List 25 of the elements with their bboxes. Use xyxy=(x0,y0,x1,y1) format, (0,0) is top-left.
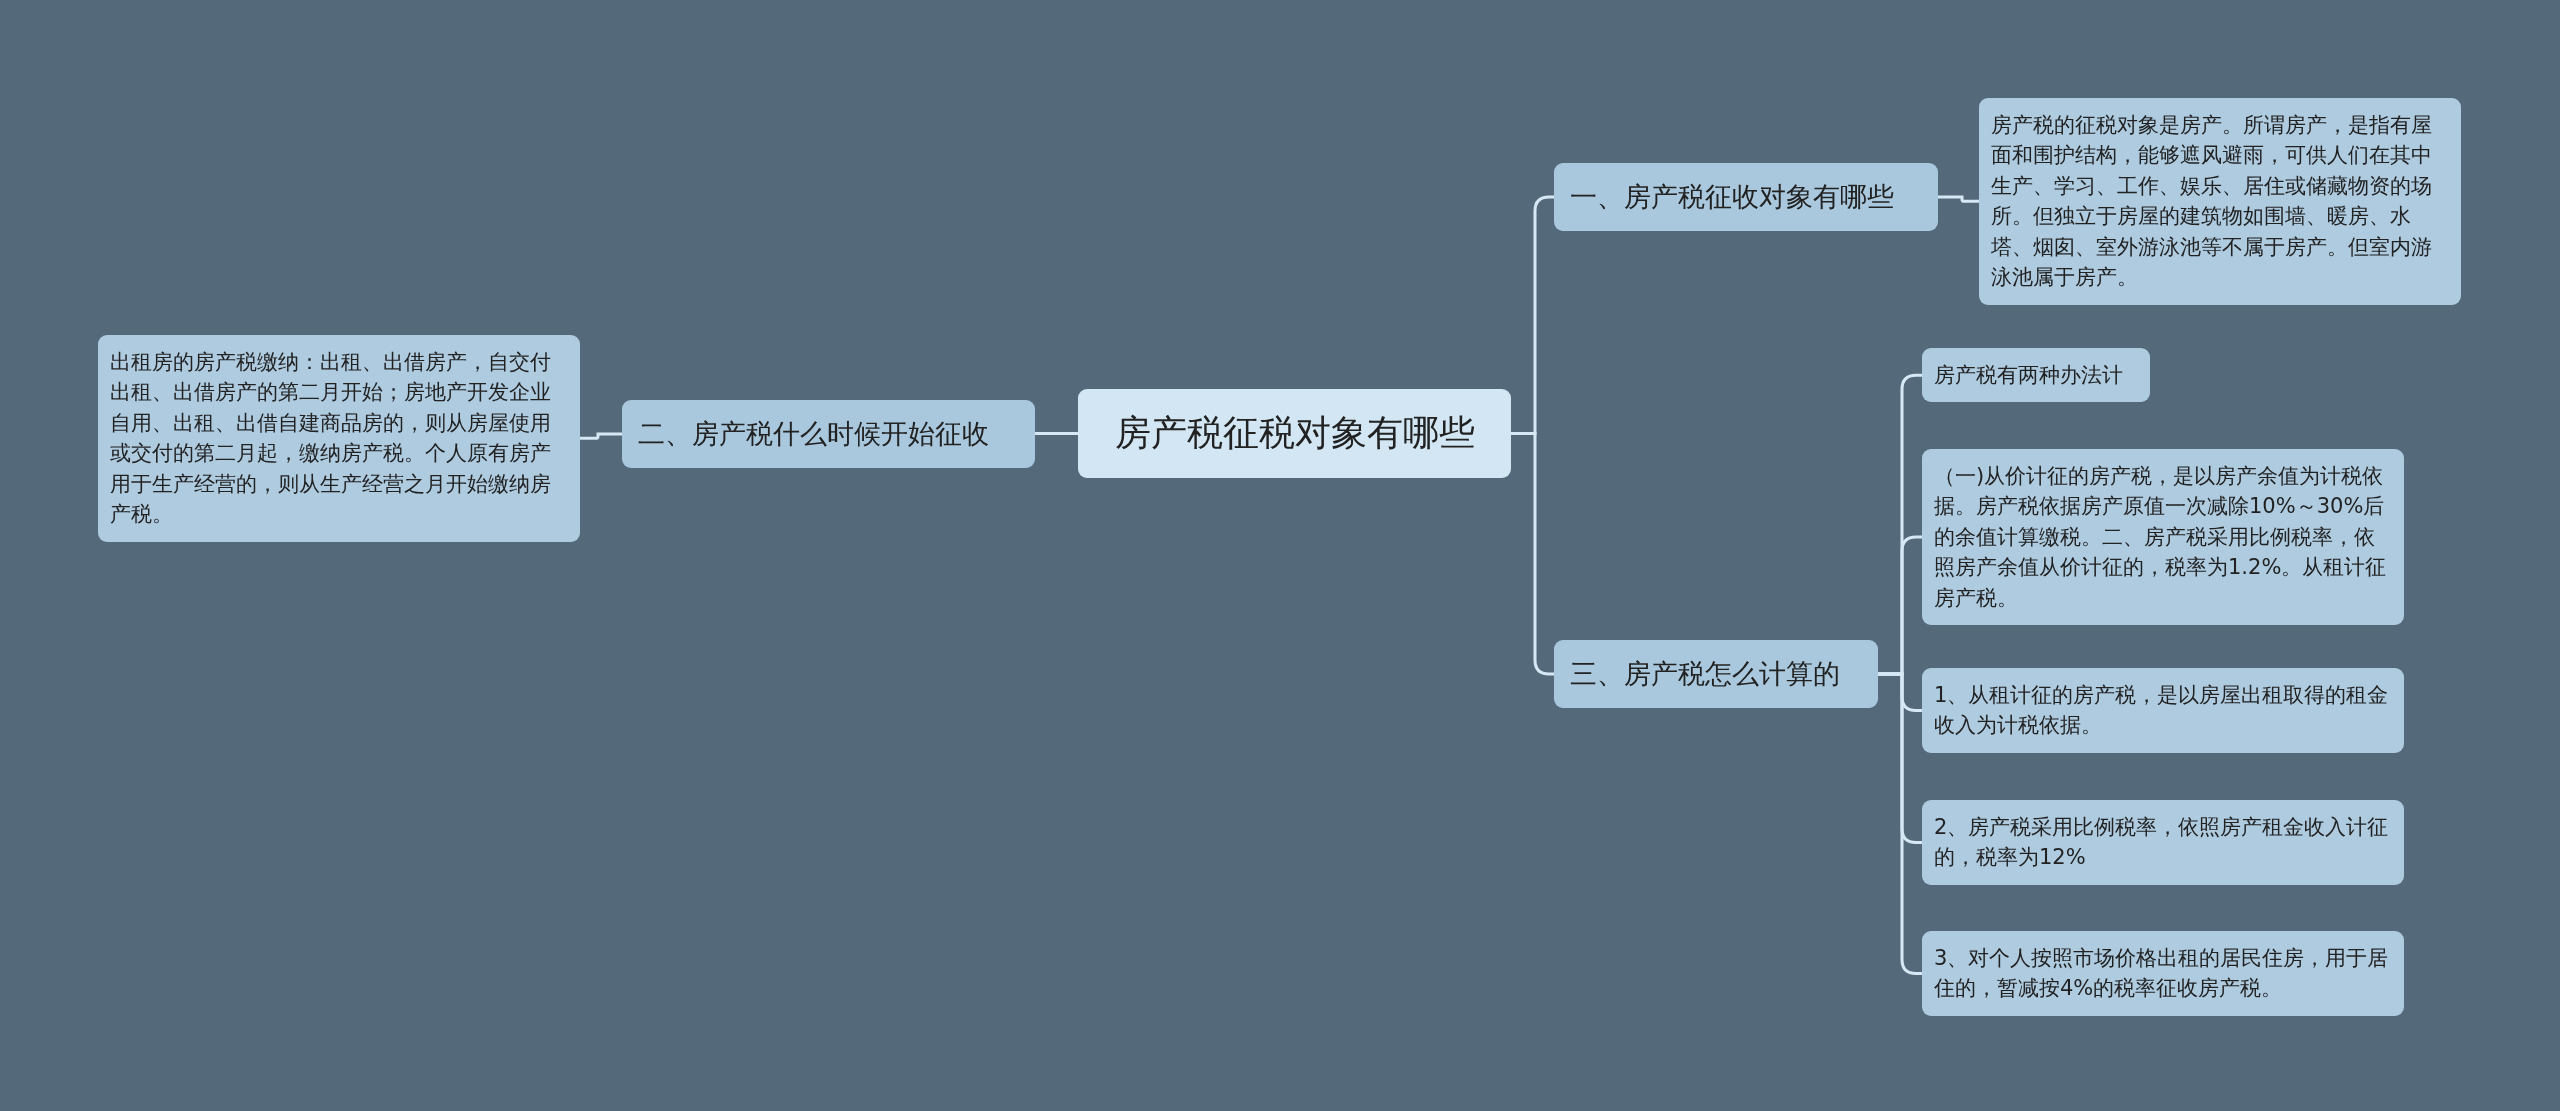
connector-line xyxy=(580,432,622,440)
connector-line xyxy=(1035,432,1078,435)
central-topic-text: 房产税征税对象有哪些 xyxy=(1113,411,1476,455)
note-text: 房产税的征税对象是房产。所谓房产，是指有屋面和围护结构，能够遮风避雨，可供人们在其中生产、学习、工作、娱乐、居住或储藏物资的场所。但独立于房屋的建筑物如围墙、暖房、水塔、烟囱、室外游泳池等不属于房产。但室内游泳池属于房产。 xyxy=(1991,112,2433,292)
note-text: 1、从租计征的房产税，是以房屋出租取得的租金收入为计税依据。 xyxy=(1934,682,2390,740)
branch-topic-text: 二、房产税什么时候开始征收 xyxy=(638,417,990,451)
branch-topic-text: 一、房产税征收对象有哪些 xyxy=(1570,180,1895,214)
note-text: 2、房产税采用比例税率，依照房产租金收入计征的，税率为12% xyxy=(1934,814,2390,872)
note-box xyxy=(1922,348,2150,403)
note-text: 房产税有两种办法计 xyxy=(1934,362,2124,389)
branch-topic-box xyxy=(622,400,1035,468)
note-box xyxy=(98,335,580,542)
note-text: 出租房的房产税缴纳：出租、出借房产，自交付出租、出借房产的第二月开始；房地产开发企业自用、出租、出借自建商品房的，则从房屋使用或交付的第二月起，缴纳房产税。个人原有房产用于生产经营的，则从生产经营之月开始缴纳房产税。 xyxy=(110,349,552,529)
branch-topic-box xyxy=(1554,163,1938,231)
note-box xyxy=(1922,931,2404,1016)
note-box xyxy=(1922,668,2404,753)
note-text: 3、对个人按照市场价格出租的居民住房，用于居住的，暂减按4%的税率征收房产税。 xyxy=(1934,945,2390,1003)
central-topic-box xyxy=(1078,389,1511,478)
note-box xyxy=(1922,449,2404,626)
note-box xyxy=(1979,98,2461,305)
note-box xyxy=(1922,800,2404,885)
branch-topic-box xyxy=(1554,640,1878,708)
connector-line xyxy=(1938,195,1979,203)
note-text: （一)从价计征的房产税，是以房产余值为计税依据。房产税依据房产原值一次减除10%～30%后的余值计算缴税。二、房产税采用比例税率，依照房产余值从价计征的，税率为1.2%。从租计征房产税。 xyxy=(1934,463,2388,612)
branch-topic-text: 三、房产税怎么计算的 xyxy=(1570,657,1841,691)
